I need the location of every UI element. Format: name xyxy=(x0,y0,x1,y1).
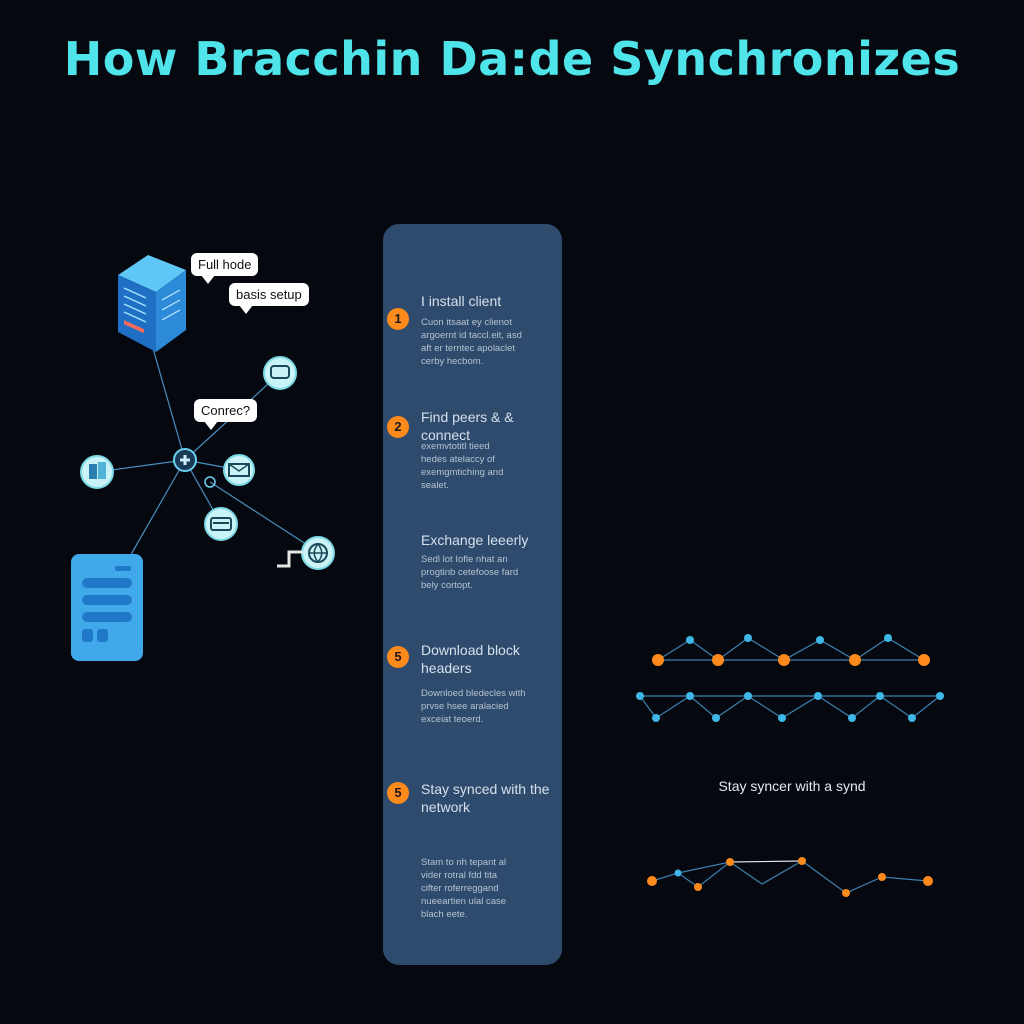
basic-setup-bubble: basis setup xyxy=(229,283,309,314)
link-hub-device xyxy=(124,459,186,566)
step-description: exemvtotitl tieed hedes atelaccy of exem… xyxy=(421,441,504,491)
link-server-hub xyxy=(151,344,186,461)
client-device-icon xyxy=(71,554,143,661)
step-description: Downloed bledecles with prvse hsee arala… xyxy=(421,688,526,725)
peer-node-book-icon xyxy=(80,455,114,489)
step-title: Stay synced with the network xyxy=(421,781,550,815)
step-description: Cuon itsaat ey clienot argoernt id taccl… xyxy=(421,317,522,367)
hub-node-icon xyxy=(173,448,197,472)
connector-bracket xyxy=(277,550,303,568)
peer-node-globe-icon xyxy=(263,356,297,390)
peer-node-mail-icon xyxy=(223,454,255,486)
server-icon xyxy=(118,255,186,352)
page-title: How Bracchin Da:de Synchronizes xyxy=(63,32,961,86)
step-description: Stam to nh tepant al vider rotral fdd ti… xyxy=(421,857,507,920)
junction-dot xyxy=(204,476,216,488)
step-number-badge: 1 xyxy=(387,308,409,330)
link-hub-peer-5 xyxy=(209,481,313,549)
step-description: Sedl lot Iofle nhat an progtinb cetefoos… xyxy=(421,554,519,591)
step-title: Find peers & & connect xyxy=(421,409,514,443)
steps-panel: 1 I install client Cuon itsaat ey clieno… xyxy=(383,224,562,965)
connect-bubble: Conrec? xyxy=(194,399,258,430)
peer-node-card-icon xyxy=(204,507,238,541)
step-number-badge: 5 xyxy=(387,646,409,668)
full-node-bubble: Full hode xyxy=(191,253,259,284)
chain-caption: Stay syncer with a synd xyxy=(718,778,866,794)
step-number-badge: 2 xyxy=(387,416,409,438)
step-title: Exchange leeerly xyxy=(421,532,529,548)
step-title: Download block headers xyxy=(421,642,520,676)
peer-node-world-icon xyxy=(301,536,335,570)
step-number-badge: 5 xyxy=(387,782,409,804)
step-title: I install client xyxy=(421,293,502,309)
